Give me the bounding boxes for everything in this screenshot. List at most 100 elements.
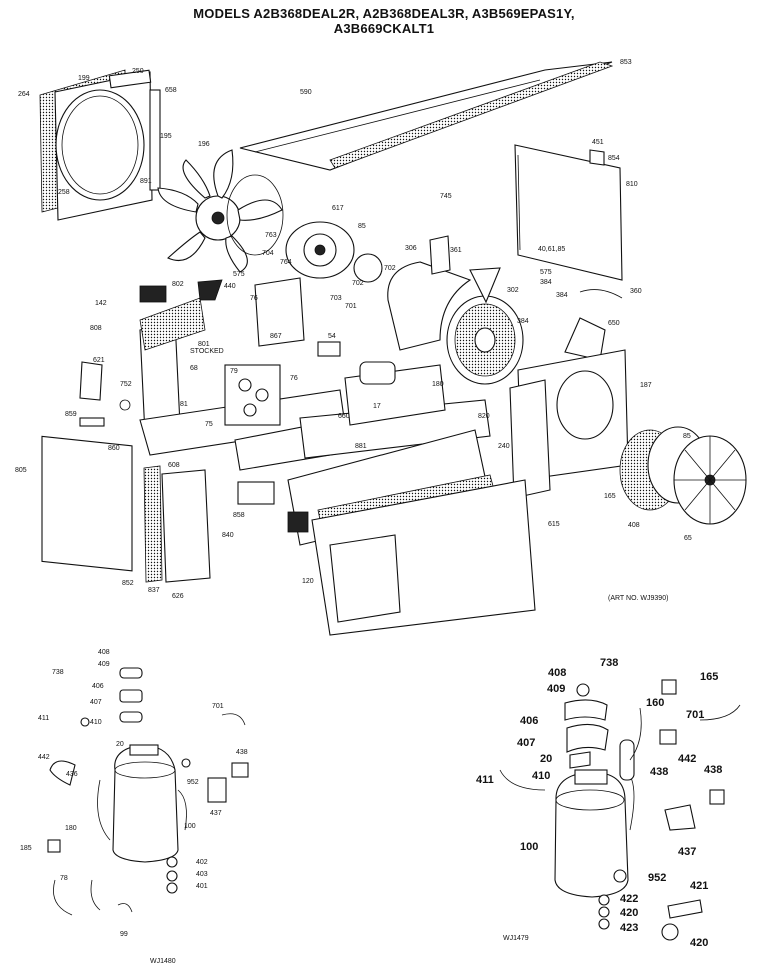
blower-wheel-drawing (387, 261, 524, 385)
callout-384: 384 (540, 279, 552, 286)
callout-745: 745 (440, 193, 452, 200)
condenser-fan-blade-drawing (157, 149, 284, 273)
top-cover-drawing (239, 61, 614, 171)
callout-701: 701 (212, 703, 224, 710)
callout-100: 100 (520, 841, 538, 853)
callout-384c: 384 (517, 318, 529, 325)
callout-361: 361 (450, 247, 462, 254)
callout-408: 408 (628, 522, 640, 529)
callout-406: 406 (92, 683, 104, 690)
callout-437: 437 (678, 846, 696, 858)
callout-85b: 85 (683, 433, 691, 440)
compressor-drawing (47, 667, 249, 916)
callout-575b: 575 (540, 269, 552, 276)
callout-442: 442 (678, 753, 696, 765)
callout-702: 702 (384, 265, 396, 272)
side-panel-right-drawing (514, 144, 623, 281)
callout-752: 752 (120, 381, 132, 388)
callout-442: 442 (38, 754, 50, 761)
callout-704: 704 (262, 250, 274, 257)
callout-764: 764 (280, 259, 292, 266)
callout-406: 406 (520, 715, 538, 727)
callout-196: 196 (198, 141, 210, 148)
callout-302: 302 (507, 287, 519, 294)
callout-384b: 384 (556, 292, 568, 299)
callout-423: 423 (620, 922, 638, 934)
callout-952: 952 (187, 779, 199, 786)
evaporator-fan-drawing (619, 426, 747, 525)
callout-81: 81 (180, 401, 188, 408)
callout-403: 403 (196, 871, 208, 878)
rear-grille-drawing (39, 69, 161, 221)
callout-99: 99 (120, 931, 128, 938)
callout-658: 658 (165, 87, 177, 94)
callout-858: 858 (233, 512, 245, 519)
callout-860: 860 (108, 445, 120, 452)
control-panel-drawing (139, 279, 396, 426)
callout-451: 451 (592, 139, 604, 146)
callout-185: 185 (20, 845, 32, 852)
callout-402: 402 (196, 859, 208, 866)
callout-608: 608 (168, 462, 180, 469)
callout-867: 867 (270, 333, 282, 340)
callout-409: 409 (98, 661, 110, 668)
blower-shroud-drawing (509, 349, 629, 499)
callout-703: 703 (330, 295, 342, 302)
callout-85: 85 (358, 223, 366, 230)
callout-660: 660 (338, 413, 350, 420)
callout-420b: 420 (690, 937, 708, 949)
callout-142: 142 (95, 300, 107, 307)
callout-626: 626 (172, 593, 184, 600)
callout-438b: 438 (704, 764, 722, 776)
callout-187: 187 (640, 382, 652, 389)
callout-621: 621 (93, 357, 105, 364)
callout-250: 250 (132, 68, 144, 75)
callout-438: 438 (650, 766, 668, 778)
callout-437: 437 (210, 810, 222, 817)
right-compressor-callouts: 408 738 409 406 407 20 410 411 160 165 7… (476, 657, 722, 949)
callout-420: 420 (620, 907, 638, 919)
drawing-code-left: WJ1480 (150, 958, 176, 965)
callout-408: 408 (98, 649, 110, 656)
callout-952: 952 (648, 872, 666, 884)
callout-180: 180 (65, 825, 77, 832)
callout-617: 617 (332, 205, 344, 212)
callout-837: 837 (148, 587, 160, 594)
callout-17: 17 (373, 403, 381, 410)
main-callouts: 264 199 250 658 853 590 195 891 258 196 … (15, 59, 692, 600)
compressor-drawing-large (499, 679, 741, 941)
callout-854: 854 (608, 155, 620, 162)
callout-401: 401 (196, 883, 208, 890)
left-compressor-callouts: 738 408 409 406 407 410 411 442 20 436 1… (20, 649, 248, 938)
callout-422: 422 (620, 893, 638, 905)
callout-68: 68 (190, 365, 198, 372)
callout-411: 411 (476, 774, 494, 786)
callout-881: 881 (355, 443, 367, 450)
callout-590: 590 (300, 89, 312, 96)
callout-701: 701 (345, 303, 357, 310)
callout-240: 240 (498, 443, 510, 450)
callout-802: 802 (172, 281, 184, 288)
page-title-line2: A3B669CKALT1 (333, 21, 435, 36)
callout-180: 180 (432, 381, 444, 388)
callout-264: 264 (18, 91, 30, 98)
callout-650: 650 (608, 320, 620, 327)
callout-199: 199 (78, 75, 90, 82)
side-panel-left-drawing (41, 435, 133, 572)
callout-702b: 702 (352, 280, 364, 287)
callout-810: 810 (626, 181, 638, 188)
callout-438: 438 (236, 749, 248, 756)
callout-763: 763 (265, 232, 277, 239)
callout-76b: 76 (250, 295, 258, 302)
callout-410: 410 (532, 770, 550, 782)
callout-407: 407 (90, 699, 102, 706)
callout-20: 20 (540, 753, 552, 765)
callout-306: 306 (405, 245, 417, 252)
callout-408: 408 (548, 667, 566, 679)
callout-852: 852 (122, 580, 134, 587)
callout-78: 78 (60, 875, 68, 882)
callout-75: 75 (205, 421, 213, 428)
callout-410: 410 (90, 719, 102, 726)
